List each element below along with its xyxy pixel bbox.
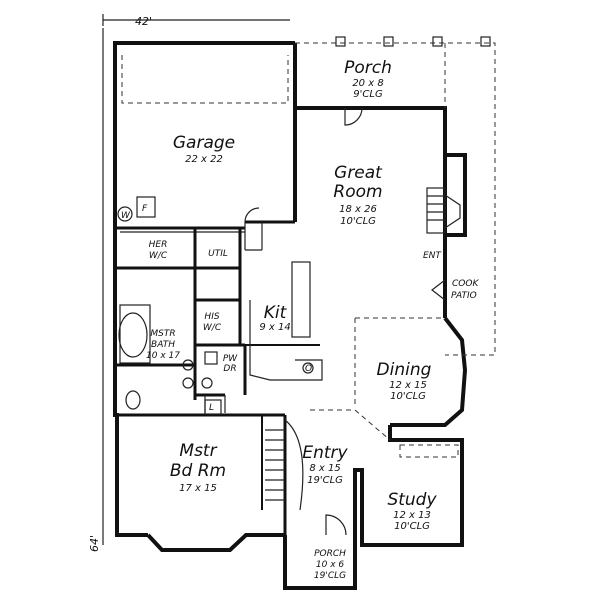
garage-name: Garage [173, 133, 235, 153]
room-porch-front: PORCH 10 x 6 19'CLG [314, 549, 346, 581]
misc-labels: ENT COOK PATIO W F L O [121, 204, 479, 413]
cook-patio-label-1: COOK [452, 279, 479, 289]
porch-front-ceiling: 19'CLG [314, 571, 346, 581]
mstr-bath-dims: 10 x 17 [146, 351, 180, 361]
mstr-bd-line1: Mstr [179, 441, 217, 461]
garage-door [121, 55, 289, 104]
porch-front-dims: 10 x 6 [316, 560, 345, 570]
his-wic-line2: W/C [203, 323, 222, 333]
room-great-room: Great Room 18 x 26 10'CLG [333, 163, 383, 227]
cook-patio-label-2: PATIO [451, 291, 477, 301]
study-dims: 12 x 13 [393, 510, 431, 521]
dining-ceiling: 10'CLG [390, 391, 426, 402]
util-name: UTIL [208, 249, 228, 259]
room-pw-dr: PW DR [223, 354, 238, 374]
width-dimension-label: 42' [135, 15, 152, 28]
mstr-bath-line2: BATH [151, 340, 175, 350]
great-room-ceiling: 10'CLG [340, 216, 376, 227]
porch-rear-ceiling: 9'CLG [353, 89, 383, 100]
her-wic-line2: W/C [149, 251, 168, 261]
his-wic-line1: HIS [204, 312, 219, 322]
pw-dr-line1: PW [223, 354, 238, 364]
study-ceiling: 10'CLG [394, 521, 430, 532]
room-his-wic: HIS W/C [203, 312, 222, 333]
her-wic-line1: HER [149, 240, 168, 250]
great-room-dims: 18 x 26 [339, 204, 377, 215]
entry-name: Entry [302, 443, 348, 463]
pw-dr-line2: DR [223, 364, 236, 374]
room-kit: Kit 9 x 14 [259, 303, 290, 333]
width-dimension: 42' [102, 14, 290, 28]
porch-rear-name: Porch [344, 58, 392, 78]
linen-label: L [209, 403, 214, 413]
dining-name: Dining [377, 360, 432, 380]
great-room-name-line2: Room [333, 182, 382, 202]
room-her-wic: HER W/C [149, 240, 168, 261]
ent-label: ENT [423, 251, 442, 261]
room-entry: Entry 8 x 15 19'CLG [302, 443, 348, 486]
staircase [265, 419, 304, 511]
kit-dims: 9 x 14 [259, 322, 290, 333]
depth-dimension-label: 64' [88, 535, 101, 552]
rear-porch [295, 36, 496, 356]
dining-dims: 12 x 15 [389, 380, 427, 391]
room-mstr-bd: Mstr Bd Rm 17 x 15 [170, 441, 226, 494]
doors [244, 107, 446, 536]
room-porch-rear: Porch 20 x 8 9'CLG [344, 58, 392, 100]
bath-fixtures [118, 304, 218, 410]
oven-label: O [305, 364, 312, 374]
entry-dims: 8 x 15 [309, 463, 340, 474]
room-garage: Garage 22 x 22 [173, 133, 235, 165]
room-util: UTIL [208, 249, 228, 259]
room-dining: Dining 12 x 15 10'CLG [377, 360, 432, 402]
room-study: Study 12 x 13 10'CLG [387, 490, 437, 532]
furnace-label: F [142, 204, 148, 214]
mstr-bd-dims: 17 x 15 [179, 483, 217, 494]
garage-dims: 22 x 22 [185, 154, 223, 165]
porch-front-name: PORCH [314, 549, 346, 559]
depth-dimension: 64' [88, 28, 104, 552]
room-mstr-bath: MSTR BATH 10 x 17 [146, 329, 180, 361]
mstr-bath-line1: MSTR [150, 329, 175, 339]
washer-label: W [121, 211, 131, 221]
fireplace [426, 187, 461, 234]
study-shelving [399, 444, 459, 458]
study-name: Study [387, 490, 437, 510]
mechanical [117, 196, 314, 415]
mstr-bd-line2: Bd Rm [170, 461, 226, 481]
kit-name: Kit [264, 303, 288, 323]
interior-walls [115, 220, 445, 535]
porch-rear-dims: 20 x 8 [352, 78, 383, 89]
entry-ceiling: 19'CLG [307, 475, 343, 486]
great-room-name-line1: Great [334, 163, 383, 183]
